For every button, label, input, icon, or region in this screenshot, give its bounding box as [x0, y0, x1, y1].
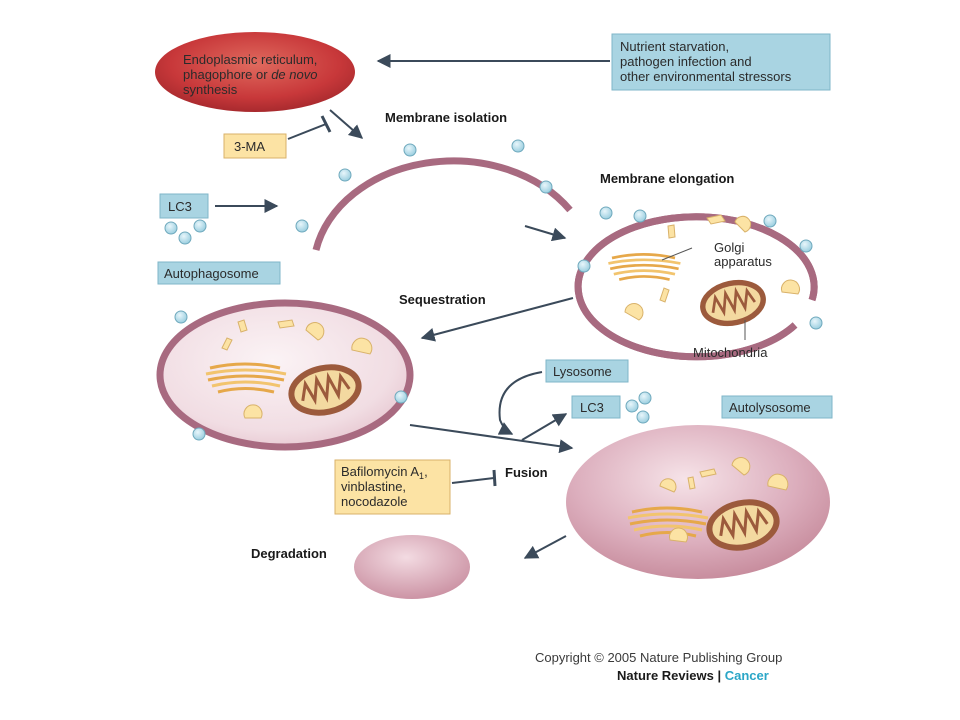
stage-membrane-elongation: Membrane elongation — [600, 171, 734, 186]
elongation-cell — [574, 206, 823, 361]
er-label-line3: synthesis — [183, 82, 238, 97]
golgi-label-line2: apparatus — [714, 254, 772, 269]
inhibitor-bafilomycin: Bafilomycin A1, vinblastine, nocodazole — [334, 459, 497, 515]
lc3-box-left: LC3 — [159, 193, 209, 219]
autophagosome-label: Autophagosome — [164, 266, 259, 281]
copyright-text: Copyright © 2005 Nature Publishing Group — [535, 650, 782, 665]
degradation-vesicle — [354, 535, 470, 599]
lysosome-box: Lysosome — [545, 359, 629, 383]
lc3-beads-left — [164, 219, 207, 245]
golgi-label-line1: Golgi — [714, 240, 744, 255]
autophagosome — [156, 299, 414, 451]
lc3-box-right: LC3 — [571, 395, 621, 419]
mitochondria-label: Mitochondria — [693, 345, 768, 360]
lc3-release-arrow — [521, 413, 568, 441]
bafilomycin-line2: vinblastine, — [341, 479, 406, 494]
stage-degradation: Degradation — [251, 546, 327, 561]
lysosome-arrow — [497, 371, 543, 435]
stage-fusion: Fusion — [505, 465, 548, 480]
autophagosome-to-autolysosome-arrow — [409, 424, 574, 454]
inhibitor-3ma: 3-MA — [223, 115, 332, 159]
journal-credit: Nature Reviews | Cancer — [617, 668, 769, 683]
stage-sequestration: Sequestration — [399, 292, 486, 307]
lc3-label-left: LC3 — [168, 199, 192, 214]
autophagosome-label-box: Autophagosome — [157, 261, 281, 285]
stress-line-1: Nutrient starvation, — [620, 39, 729, 54]
stress-line-3: other environmental stressors — [620, 69, 792, 84]
autolysosome-label-box: Autolysosome — [721, 395, 833, 419]
stress-line-2: pathogen infection and — [620, 54, 752, 69]
inhibitor-3ma-label: 3-MA — [234, 139, 265, 154]
golgi-pointer — [661, 247, 693, 261]
stress-box: Nutrient starvation, pathogen infection … — [611, 33, 831, 91]
er-label-line1: Endoplasmic reticulum, — [183, 52, 317, 67]
isolation-to-elongation-arrow — [524, 225, 567, 242]
bafilomycin-line3: nocodazole — [341, 494, 408, 509]
autolysosome-to-degradation-arrow — [523, 535, 567, 559]
elongation-to-sequestration-arrow — [420, 297, 574, 342]
lc3-label-right: LC3 — [580, 400, 604, 415]
isolation-membrane — [295, 139, 573, 251]
er-source: Endoplasmic reticulum, phagophore or de … — [155, 32, 355, 112]
lysosome-label: Lysosome — [553, 364, 612, 379]
autolysosome-label: Autolysosome — [729, 400, 811, 415]
er-label-line2: phagophore or de novo — [183, 67, 317, 82]
stage-membrane-isolation: Membrane isolation — [385, 110, 507, 125]
bafilomycin-line1: Bafilomycin A1, — [341, 464, 428, 481]
er-to-isolation-arrow — [329, 109, 364, 139]
lc3-beads-right — [625, 391, 652, 424]
autolysosome — [566, 425, 830, 579]
